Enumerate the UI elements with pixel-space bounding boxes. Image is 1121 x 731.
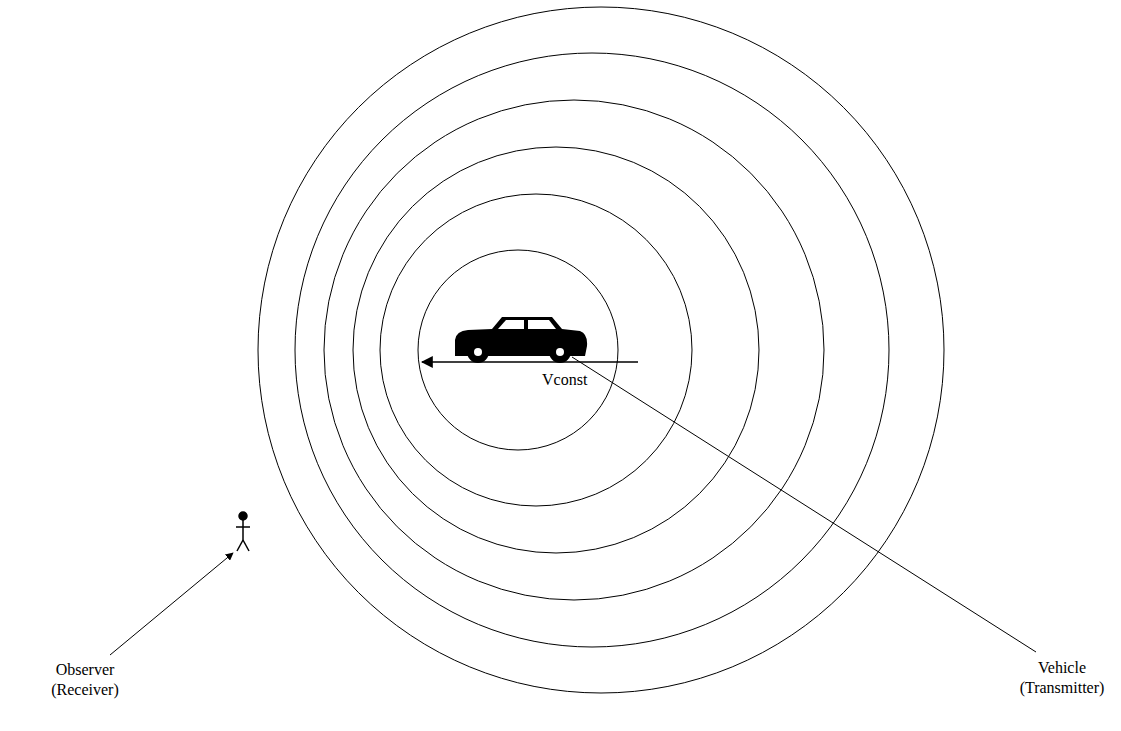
vehicle-label: Vehicle (Transmitter) bbox=[1010, 658, 1114, 698]
observer-label: Observer (Receiver) bbox=[38, 660, 132, 700]
observer-figure bbox=[236, 512, 250, 551]
wave-front bbox=[353, 147, 759, 553]
car-icon bbox=[455, 317, 587, 363]
wave-front bbox=[295, 53, 889, 647]
wave-front bbox=[380, 194, 692, 506]
vehicle-leader bbox=[572, 357, 1036, 652]
wave-fronts bbox=[258, 7, 944, 693]
wave-front bbox=[418, 250, 618, 450]
wave-front bbox=[258, 7, 944, 693]
wave-front bbox=[324, 100, 824, 600]
observer-leader bbox=[110, 553, 233, 655]
velocity-arrow bbox=[422, 361, 638, 363]
velocity-label: Vconst bbox=[540, 370, 589, 390]
